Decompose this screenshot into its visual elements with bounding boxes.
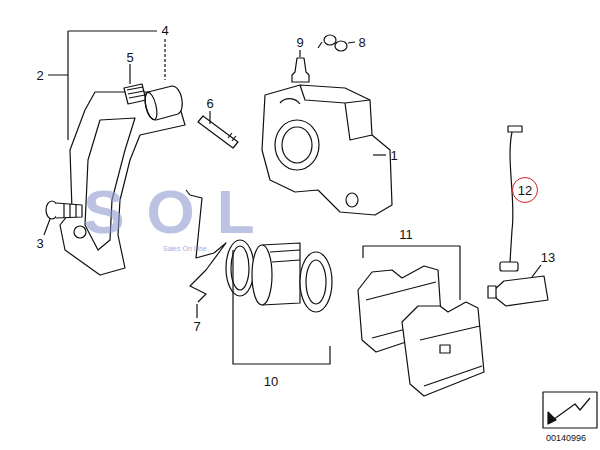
callout-number: 10 [264,375,278,388]
callout-number: 13 [541,251,555,264]
callout-number: 6 [206,97,213,110]
watermark-subtext: Sales On Line [163,245,207,252]
callout-number: 2 [36,69,43,82]
callout-number: 1 [390,149,397,162]
callout-number: 4 [161,24,168,37]
callout-number: 12 [518,184,532,197]
callout-number: 3 [36,237,43,250]
callout-number: 5 [126,51,133,64]
callout-number: 11 [399,228,413,241]
figure-number: 00140996 [546,434,586,443]
callout-number: 7 [193,320,200,333]
watermark: SOL [83,181,276,243]
callout-number: 8 [358,36,365,49]
callout-number: 9 [296,36,303,49]
highlight-circle: 12 [512,177,538,203]
